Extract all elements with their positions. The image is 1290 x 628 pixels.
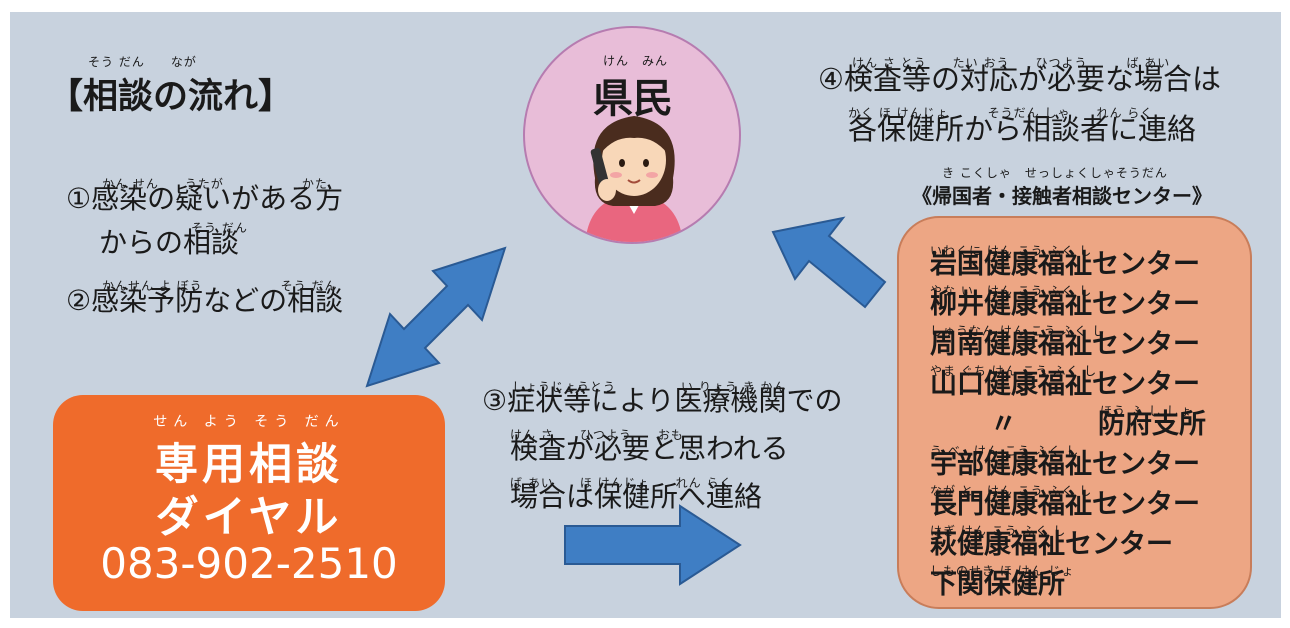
- center-item: う べ けん こう ふく し 宇部健康福祉センター: [930, 444, 1200, 480]
- step3-furigana1: しょうじょうとう い りょう き かん: [512, 380, 787, 394]
- item2-line1: ②感染予防などの相談: [66, 284, 344, 317]
- center-furigana: しものせき ほ けん じょ: [930, 564, 1075, 578]
- kenmin-circle: [523, 26, 741, 244]
- center-name: 周南健康福祉センター: [930, 329, 1200, 360]
- center-name: 岩国健康福祉センター: [930, 249, 1200, 280]
- center-name: 山口健康福祉センター: [930, 369, 1200, 400]
- kenmin-text: 県民: [593, 76, 673, 122]
- dial-phone-number[interactable]: 083-902-2510: [100, 539, 398, 588]
- item1-line2: からの相談: [99, 226, 240, 259]
- center-furigana: はぎ けん こう ふく し: [930, 524, 1067, 538]
- dial-title-line2: ダイヤル: [155, 493, 343, 543]
- center-item: しものせき ほ けん じょ 下関保健所: [930, 564, 1073, 600]
- step4-text: けん さ とう たい おう ひつよう ば あい ④検査等の対応が必要な場合は か…: [818, 56, 1221, 150]
- step4-line1: ④検査等の対応が必要な場合は: [818, 62, 1221, 96]
- center-name: 萩健康福祉センター: [930, 529, 1173, 560]
- heading-text: 【相談の流れ】: [48, 77, 294, 117]
- item1-furigana: かん せん うたが かた: [102, 177, 328, 191]
- step4-furigana2: かく ほ けんじょ そうだん しゃ れん らく: [848, 106, 1154, 120]
- center-name: 下関保健所: [930, 569, 1065, 600]
- step3-furigana2: けん さ ひつよう おも: [510, 428, 684, 442]
- center-furigana: なが と けん こう ふく し: [930, 484, 1093, 498]
- item1-furigana2: そう だん: [191, 221, 248, 235]
- center-heading-text: 《帰国者・接触者相談センター》: [912, 184, 1212, 208]
- step3-furigana3: ば あい ほ けんじょ れん らく: [510, 476, 733, 490]
- center-item: なが と けん こう ふく し 長門健康福祉センター: [930, 484, 1200, 520]
- center-furigana: しゅうなん けん こう ふく し: [930, 324, 1106, 338]
- step3-line3: 場合は保健所へ連絡: [510, 480, 763, 513]
- center-name: 宇部健康福祉センター: [930, 449, 1200, 480]
- step3-line2: 検査が必要と思われる: [510, 432, 789, 465]
- consult-item-1-cont: そう だん からの相談: [99, 221, 247, 260]
- center-item: いわくに けん こう ふく し 岩国健康福祉センター: [930, 244, 1200, 280]
- kenmin-label: けん みん 県民: [593, 54, 673, 124]
- consult-item-2: かんせん よ ぼう そう だん ②感染予防などの相談: [66, 279, 344, 318]
- center-item: やな い けん こう ふく し 柳井健康福祉センター: [930, 284, 1200, 320]
- consult-item-1: かん せん うたが かた ①感染の疑いがある方: [66, 177, 344, 216]
- dial-title-line1: 専用相談: [155, 440, 343, 490]
- item1-line1: ①感染の疑いがある方: [66, 182, 344, 215]
- dial-furigana: せん よう そう だん: [153, 414, 345, 430]
- up-left-arrow-icon: [771, 216, 887, 309]
- center-furigana: やま ぐち けん こう ふく し: [930, 364, 1098, 378]
- step3-line1: ③症状等により医療機関での: [482, 384, 843, 417]
- dedicated-dial-box: [53, 395, 445, 611]
- flow-heading: そう だん なが 【相談の流れ】: [48, 55, 294, 119]
- center-heading-furigana: き こくしゃ せっしょくしゃそうだん: [942, 166, 1168, 180]
- center-item: やま ぐち けん こう ふく し 山口健康福祉センター: [930, 364, 1200, 400]
- center-heading: き こくしゃ せっしょくしゃそうだん 《帰国者・接触者相談センター》: [912, 166, 1212, 209]
- center-name: 柳井健康福祉センター: [930, 289, 1200, 320]
- center-item: しゅうなん けん こう ふく し 周南健康福祉センター: [930, 324, 1200, 360]
- step4-line2: 各保健所から相談者に連絡: [848, 112, 1197, 146]
- centers-box: [897, 216, 1252, 609]
- item2-furigana: かんせん よ ぼう そう だん: [102, 279, 338, 293]
- center-item: はぎ けん こう ふく し 萩健康福祉センター: [930, 524, 1173, 560]
- center-furigana: やな い けん こう ふく し: [930, 284, 1093, 298]
- heading-furigana: そう だん なが: [88, 55, 197, 69]
- center-item: ほう ふ し しょ 〃 防府支所: [990, 404, 1206, 440]
- center-furigana: う べ けん こう ふく し: [930, 444, 1080, 458]
- center-name: 〃 防府支所: [990, 409, 1206, 440]
- center-furigana: ほう ふ し しょ: [1100, 404, 1193, 418]
- person-phone-icon: [585, 116, 683, 242]
- center-furigana: いわくに けん こう ふく し: [930, 244, 1093, 258]
- step4-furigana1: けん さ とう たい おう ひつよう ば あい: [852, 56, 1171, 70]
- double-arrow-icon: [365, 246, 507, 388]
- right-arrow-icon: [564, 504, 742, 586]
- step3-text: しょうじょうとう い りょう き かん ③症状等により医療機関での けん さ ひ…: [482, 377, 843, 521]
- kenmin-furigana: けん みん: [603, 54, 669, 68]
- center-name: 長門健康福祉センター: [930, 489, 1200, 520]
